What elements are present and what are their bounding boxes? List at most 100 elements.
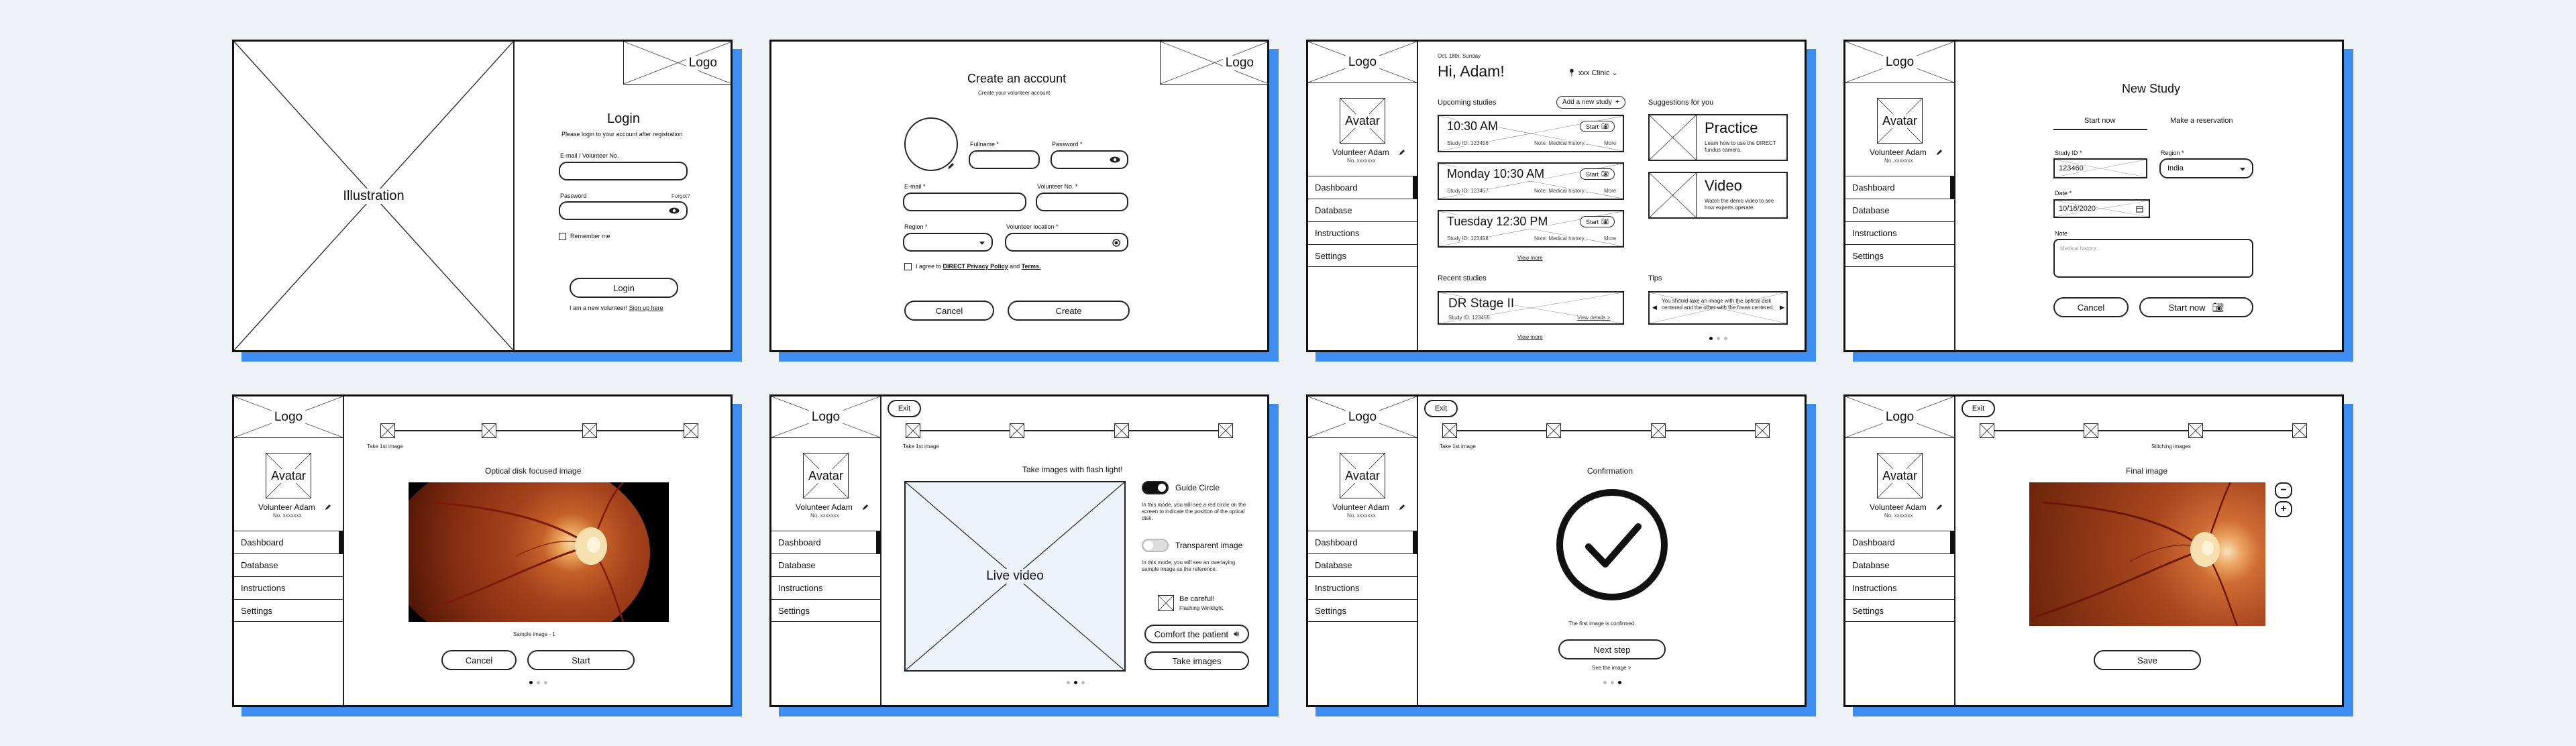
cancel-button[interactable]: Cancel (904, 301, 994, 321)
password-field[interactable] (559, 201, 688, 220)
sidebar-item-database[interactable]: Database (1845, 199, 1954, 221)
sidebar-item-settings[interactable]: Settings (1845, 244, 1954, 267)
volunteer-no-field[interactable] (1036, 193, 1128, 211)
sidebar-item-settings[interactable]: Settings (1845, 599, 1954, 622)
start-button[interactable]: Start (527, 650, 635, 670)
target-icon[interactable] (1112, 239, 1120, 247)
calendar-icon[interactable] (2136, 205, 2143, 213)
zoom-out-button[interactable]: − (2275, 482, 2292, 498)
sidebar-item-dashboard[interactable]: Dashboard (234, 531, 343, 553)
sidebar-item-settings[interactable]: Settings (234, 599, 343, 622)
sidebar-item-database[interactable]: Database (771, 553, 880, 576)
create-button[interactable]: Create (1008, 301, 1130, 321)
region-select[interactable] (903, 233, 993, 252)
sidebar-item-instructions[interactable]: Instructions (1845, 221, 1954, 244)
tab-make-reservation[interactable]: Make a reservation (2170, 117, 2233, 125)
create-email-field[interactable] (903, 193, 1026, 211)
login-button[interactable]: Login (570, 278, 678, 298)
sidebar-item-dashboard[interactable]: Dashboard (1308, 531, 1417, 553)
exit-button[interactable]: Exit (888, 400, 921, 417)
eye-icon[interactable] (1110, 156, 1120, 163)
sidebar-item-dashboard[interactable]: Dashboard (1845, 176, 1955, 199)
more-link[interactable]: More (1604, 188, 1617, 194)
cancel-button[interactable]: Cancel (441, 650, 517, 670)
avatar-upload[interactable] (904, 117, 958, 171)
sidebar-item-dashboard[interactable]: Dashboard (771, 531, 881, 553)
date-field[interactable]: 10/18/2020 (2053, 199, 2150, 218)
guide-circle-toggle[interactable] (1142, 481, 1169, 494)
transparent-image-toggle[interactable] (1142, 539, 1169, 552)
start-study-button[interactable]: Start📷︎ (1580, 168, 1615, 180)
login-subtitle: Please login to your account after regis… (561, 131, 683, 138)
sidebar-item-settings[interactable]: Settings (1308, 599, 1417, 622)
sidebar-item-instructions[interactable]: Instructions (771, 576, 880, 599)
next-step-button[interactable]: Next step (1558, 639, 1666, 659)
sidebar-item-dashboard[interactable]: Dashboard (1845, 531, 1955, 553)
sidebar-item-dashboard[interactable]: Dashboard (1308, 176, 1417, 199)
pencil-icon[interactable] (325, 504, 331, 511)
forgot-link[interactable]: Forgot? (672, 193, 690, 199)
start-study-button[interactable]: Start📷︎ (1580, 121, 1615, 132)
practice-card[interactable]: Practice Learn how to use the DIRECT fun… (1648, 114, 1788, 161)
more-link[interactable]: More (1604, 140, 1617, 146)
signup-link[interactable]: Sign up here (629, 305, 663, 311)
pencil-icon[interactable] (1936, 504, 1943, 511)
agree-checkbox[interactable] (904, 263, 912, 270)
privacy-policy-link[interactable]: DIRECT Privacy Policy (943, 263, 1008, 270)
sidebar-item-database[interactable]: Database (1308, 553, 1417, 576)
eye-icon[interactable] (669, 207, 680, 214)
take-images-button[interactable]: Take images (1144, 651, 1249, 670)
study-id-field[interactable]: 123460 (2053, 158, 2147, 178)
recent-study-card[interactable]: DR Stage II Study ID: 123455 View detail… (1438, 291, 1624, 325)
sidebar-item-database[interactable]: Database (234, 553, 343, 576)
email-field[interactable] (559, 162, 688, 180)
sidebar-item-instructions[interactable]: Instructions (234, 576, 343, 599)
start-study-button[interactable]: Start📷︎ (1580, 216, 1615, 227)
pencil-icon[interactable] (862, 504, 869, 511)
view-more-upcoming[interactable]: View more (1517, 255, 1543, 261)
sidebar-item-database[interactable]: Database (1845, 553, 1954, 576)
sidebar-item-settings[interactable]: Settings (771, 599, 880, 622)
sidebar-item-instructions[interactable]: Instructions (1308, 221, 1417, 244)
terms-link[interactable]: Terms. (1021, 263, 1041, 270)
pencil-icon[interactable] (1399, 504, 1405, 511)
start-now-button[interactable]: Start now 📷︎ (2139, 297, 2253, 317)
tip-next-icon[interactable]: ▶ (1780, 304, 1784, 311)
sidebar-item-database[interactable]: Database (1308, 199, 1417, 221)
comfort-patient-button[interactable]: Comfort the patient 🔊︎ (1144, 625, 1249, 643)
create-password-field[interactable] (1051, 150, 1128, 169)
zoom-in-button[interactable]: + (2275, 501, 2292, 517)
tip-prev-icon[interactable]: ◀ (1652, 304, 1657, 311)
cancel-button[interactable]: Cancel (2053, 297, 2129, 317)
upcoming-study-note: Note: Medical history... (1534, 235, 1589, 242)
sidebar-item-instructions[interactable]: Instructions (1845, 576, 1954, 599)
video-card[interactable]: Video Watch the demo video to see how ex… (1648, 172, 1788, 219)
logo-label: Logo (1882, 409, 1917, 425)
pencil-icon[interactable] (1399, 149, 1405, 156)
avatar-label: Avatar (1880, 468, 1920, 483)
location-field[interactable] (1005, 233, 1128, 252)
fullname-field[interactable] (969, 150, 1040, 169)
frame-card: Logo Avatar Volunteer Adam No. xxxxxxx D… (1843, 394, 2344, 707)
study-region-select[interactable]: India (2159, 158, 2253, 178)
exit-button[interactable]: Exit (1962, 400, 1995, 417)
pencil-icon[interactable] (947, 162, 955, 170)
step-label: Stitching images (2151, 443, 2191, 449)
see-image-link[interactable]: See the image > (1592, 665, 1631, 671)
tab-start-now[interactable]: Start now (2084, 117, 2116, 125)
sidebar-item-settings[interactable]: Settings (1308, 244, 1417, 267)
note-textarea[interactable]: Medical history... (2053, 239, 2253, 278)
add-study-button[interactable]: Add a new study + (1556, 96, 1625, 109)
sidebar-item-instructions[interactable]: Instructions (1308, 576, 1417, 599)
save-button[interactable]: Save (2094, 650, 2201, 670)
view-details-link[interactable]: View details > (1577, 315, 1611, 321)
pencil-icon[interactable] (1936, 149, 1943, 156)
clinic-selector[interactable]: 📍︎ xxx Clinic ⌄ (1567, 68, 1618, 77)
exit-button[interactable]: Exit (1424, 400, 1458, 417)
view-more-recent[interactable]: View more (1517, 334, 1543, 340)
more-link[interactable]: More (1604, 235, 1617, 242)
remember-checkbox[interactable] (559, 233, 566, 240)
